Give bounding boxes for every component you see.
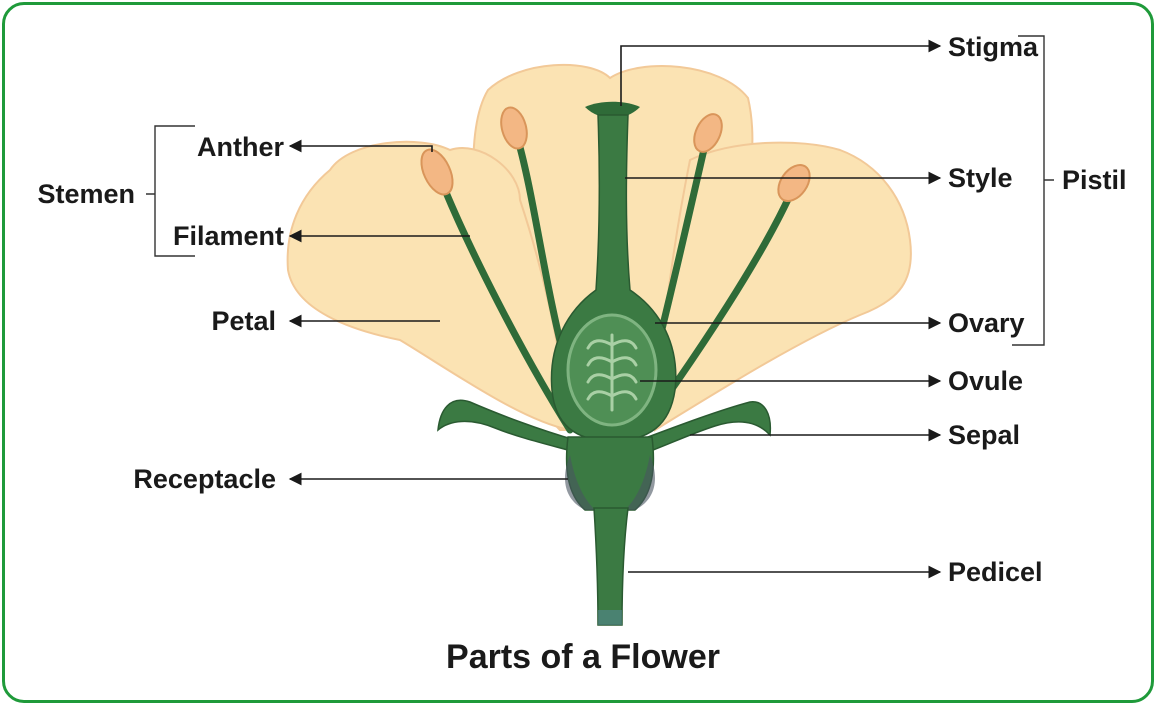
pistil-bracket (1012, 36, 1054, 345)
pedicel-tip (598, 610, 622, 625)
diagram-title: Parts of a Flower (446, 638, 720, 676)
flower-illustration (288, 65, 911, 625)
label-stemen: Stemen (37, 179, 135, 209)
label-ovule: Ovule (948, 366, 1023, 396)
label-style: Style (948, 163, 1013, 193)
label-anther: Anther (197, 132, 284, 162)
label-receptacle: Receptacle (133, 464, 276, 494)
pedicel-shape (594, 508, 628, 625)
label-pistil: Pistil (1062, 165, 1127, 195)
label-ovary: Ovary (948, 308, 1025, 338)
label-pedicel: Pedicel (948, 557, 1043, 587)
label-petal: Petal (211, 306, 276, 336)
label-sepal: Sepal (948, 420, 1020, 450)
label-stigma: Stigma (948, 32, 1039, 62)
label-filament: Filament (173, 221, 284, 251)
